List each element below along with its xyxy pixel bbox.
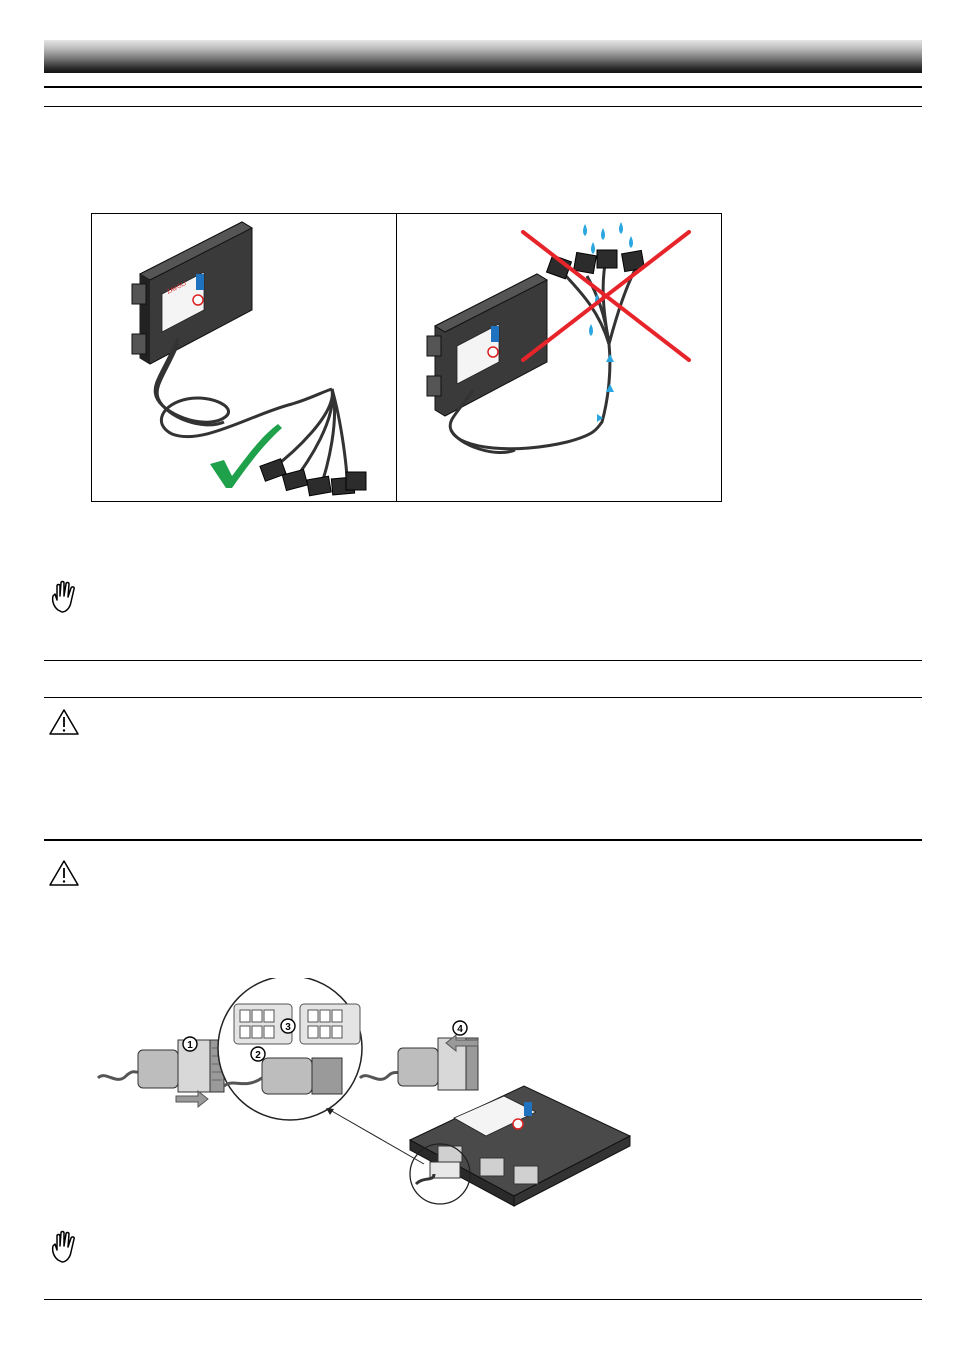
ecu-unit (426, 273, 549, 417)
section-rule (44, 839, 922, 841)
correct-routing-illustration: ZAVOLI (131, 221, 367, 497)
connector-step-4: 4 (358, 1020, 479, 1091)
step-label: 3 (285, 1022, 291, 1033)
footer-rule (44, 1299, 922, 1300)
incorrect-routing-illustration (426, 222, 691, 455)
connectors (259, 458, 367, 497)
figure-cable-routing (91, 213, 722, 502)
section-rule (44, 697, 922, 698)
hand-stop-icon (51, 1230, 75, 1263)
check-icon (210, 424, 282, 488)
connector-steps-illustration: 1 2 3 4 (96, 978, 632, 1207)
warning-triangle-icon (49, 709, 79, 735)
ecu-unit: ZAVOLI (131, 221, 254, 365)
section-rule (44, 660, 922, 661)
figure-divider (396, 213, 397, 502)
page-header-bar (44, 40, 922, 73)
warning-triangle-icon (49, 860, 79, 886)
hand-stop-icon (51, 580, 75, 613)
section-rule (44, 106, 922, 107)
step-label: 1 (187, 1040, 193, 1051)
ecu-unit (408, 1085, 632, 1207)
magnified-detail: 2 3 (217, 978, 363, 1121)
step-label: 2 (255, 1050, 261, 1061)
cross-icon (521, 230, 691, 362)
header-rule (44, 86, 922, 88)
connectors (545, 249, 645, 280)
step-label: 4 (457, 1024, 463, 1035)
connector-step-1: 1 (96, 1036, 225, 1109)
